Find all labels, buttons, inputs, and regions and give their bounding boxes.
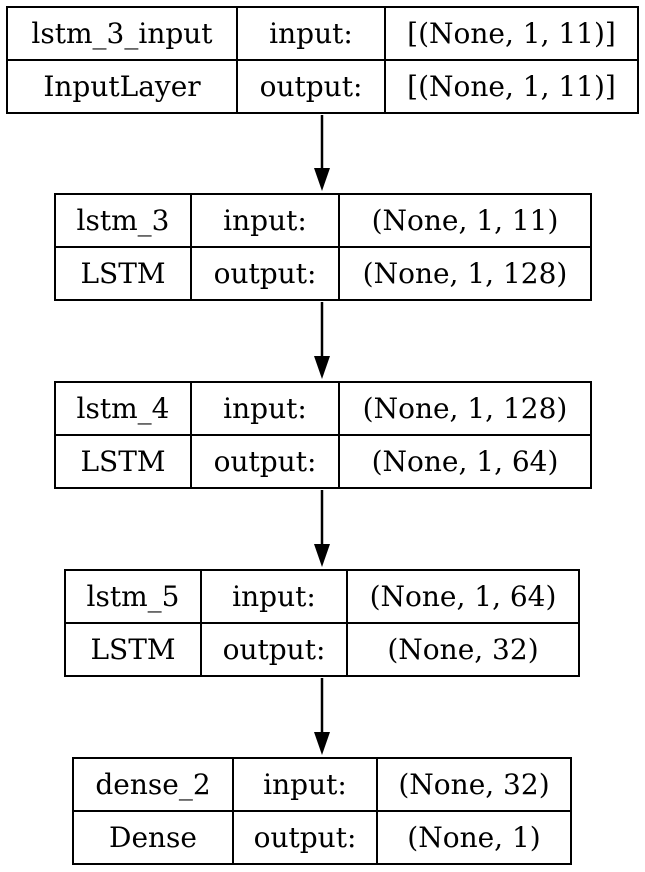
layer-name: lstm_4 bbox=[54, 381, 192, 436]
layer-row-output: LSTM output: (None, 32) bbox=[64, 622, 580, 677]
output-label: output: bbox=[190, 246, 340, 301]
layer-type: LSTM bbox=[64, 622, 202, 677]
layer-type: LSTM bbox=[54, 246, 192, 301]
layer-row-output: InputLayer output: [(None, 1, 11)] bbox=[6, 59, 639, 114]
layer-node-lstm-3-input: lstm_3_input input: [(None, 1, 11)] Inpu… bbox=[6, 6, 639, 114]
layer-row-output: Dense output: (None, 1) bbox=[72, 810, 572, 865]
layer-row-input: lstm_5 input: (None, 1, 64) bbox=[64, 569, 580, 624]
layer-node-lstm-3: lstm_3 input: (None, 1, 11) LSTM output:… bbox=[54, 193, 592, 301]
input-label: input: bbox=[190, 381, 340, 436]
output-shape: (None, 1) bbox=[376, 810, 572, 865]
layer-row-input: lstm_4 input: (None, 1, 128) bbox=[54, 381, 592, 436]
layer-type: InputLayer bbox=[6, 59, 238, 114]
output-label: output: bbox=[200, 622, 348, 677]
layer-node-dense-2: dense_2 input: (None, 32) Dense output: … bbox=[72, 757, 572, 865]
layer-row-input: dense_2 input: (None, 32) bbox=[72, 757, 572, 812]
layer-name: dense_2 bbox=[72, 757, 234, 812]
edge-arrow-1 bbox=[314, 115, 330, 191]
input-shape: (None, 1, 128) bbox=[338, 381, 592, 436]
input-shape: [(None, 1, 11)] bbox=[384, 6, 639, 61]
output-label: output: bbox=[236, 59, 386, 114]
output-label: output: bbox=[232, 810, 378, 865]
layer-row-input: lstm_3 input: (None, 1, 11) bbox=[54, 193, 592, 248]
input-label: input: bbox=[200, 569, 348, 624]
layer-name: lstm_5 bbox=[64, 569, 202, 624]
edge-arrow-3 bbox=[314, 490, 330, 567]
layer-name: lstm_3_input bbox=[6, 6, 238, 61]
output-shape: (None, 1, 64) bbox=[338, 434, 592, 489]
layer-type: LSTM bbox=[54, 434, 192, 489]
layer-name: lstm_3 bbox=[54, 193, 192, 248]
input-label: input: bbox=[190, 193, 340, 248]
edge-arrow-4 bbox=[314, 678, 330, 755]
layer-node-lstm-5: lstm_5 input: (None, 1, 64) LSTM output:… bbox=[64, 569, 580, 677]
input-shape: (None, 1, 64) bbox=[346, 569, 580, 624]
layer-row-output: LSTM output: (None, 1, 64) bbox=[54, 434, 592, 489]
output-shape: (None, 32) bbox=[346, 622, 580, 677]
output-label: output: bbox=[190, 434, 340, 489]
input-label: input: bbox=[232, 757, 378, 812]
edge-arrow-2 bbox=[314, 302, 330, 379]
input-shape: (None, 32) bbox=[376, 757, 572, 812]
input-label: input: bbox=[236, 6, 386, 61]
layer-node-lstm-4: lstm_4 input: (None, 1, 128) LSTM output… bbox=[54, 381, 592, 489]
layer-row-output: LSTM output: (None, 1, 128) bbox=[54, 246, 592, 301]
layer-row-input: lstm_3_input input: [(None, 1, 11)] bbox=[6, 6, 639, 61]
input-shape: (None, 1, 11) bbox=[338, 193, 592, 248]
output-shape: (None, 1, 128) bbox=[338, 246, 592, 301]
output-shape: [(None, 1, 11)] bbox=[384, 59, 639, 114]
layer-type: Dense bbox=[72, 810, 234, 865]
